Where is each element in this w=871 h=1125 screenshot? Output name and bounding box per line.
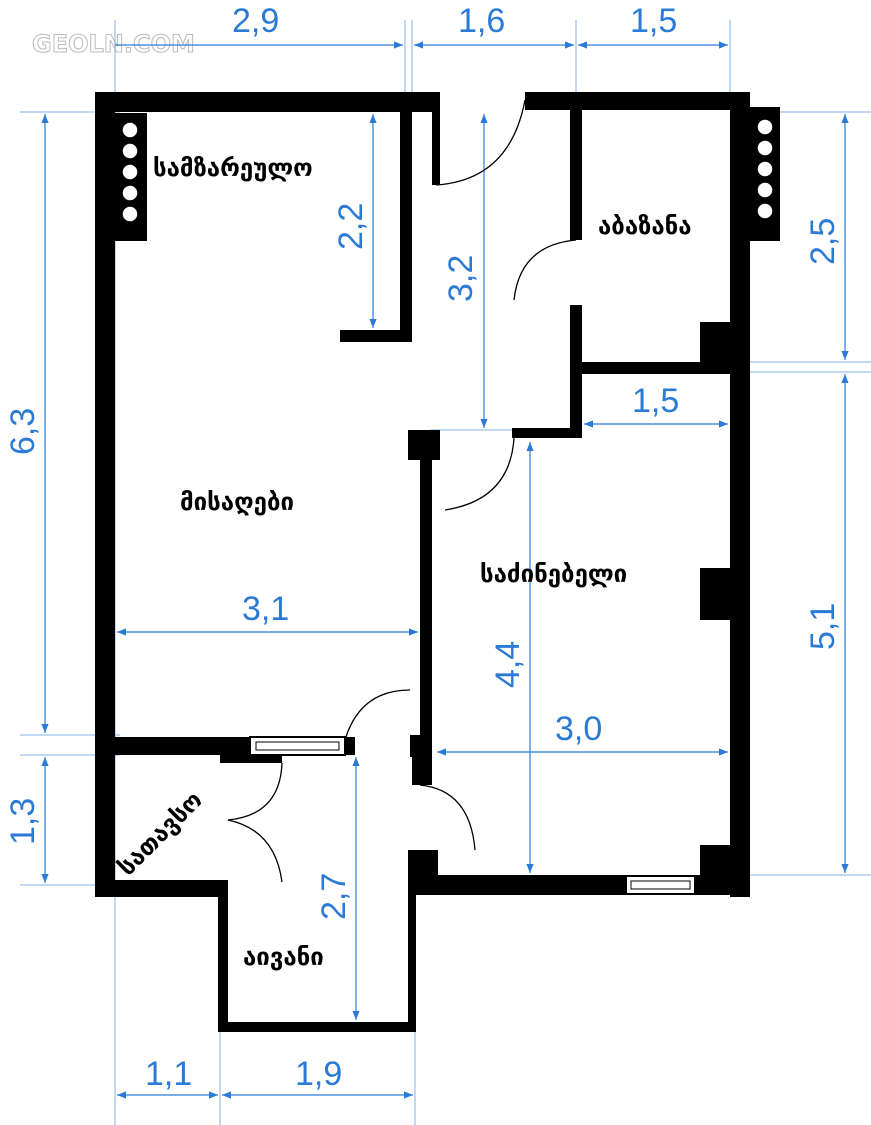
dim-living-width: 3,1 (242, 590, 289, 628)
dim-top-left: 2,9 (232, 2, 279, 40)
dim-left-storage: 1,3 (4, 798, 42, 845)
dim-bathroom-depth: 2,5 (804, 218, 842, 265)
radiator-kitchen-icon (113, 113, 147, 241)
room-label-storage: სათავსო (112, 786, 207, 881)
dim-bottom-balcony: 1,9 (295, 1055, 342, 1093)
dim-top-right: 1,5 (630, 2, 677, 40)
dim-top-middle: 1,6 (458, 2, 505, 40)
doors (227, 99, 577, 883)
dim-kitchen-depth: 2,2 (332, 203, 370, 250)
dim-corridor-width: 1,5 (632, 382, 679, 420)
dim-right-bedroom: 5,1 (804, 603, 842, 650)
dimension-lines (41, 41, 849, 1099)
room-label-kitchen: სამზარეულო (153, 154, 313, 182)
room-label-bathroom: აბაზანა (598, 212, 692, 240)
dim-bottom-left: 1,1 (145, 1055, 192, 1093)
radiator-bathroom-icon (750, 107, 780, 241)
room-label-balcony: აივანი (243, 943, 324, 971)
dim-hall-depth: 3,2 (442, 255, 480, 302)
watermark: GEOLN.COM (32, 30, 195, 58)
dim-left-total: 6,3 (4, 408, 42, 455)
window-bedroom (625, 875, 696, 895)
walls (95, 92, 750, 1032)
room-label-bedroom: საძინებელი (480, 560, 627, 588)
window-storage (249, 736, 346, 756)
dim-balcony-depth: 2,7 (315, 873, 353, 920)
dim-bedroom-width: 3,0 (555, 710, 602, 748)
dim-bedroom-depth: 4,4 (489, 641, 527, 688)
room-label-living-room: მისაღები (180, 488, 294, 516)
